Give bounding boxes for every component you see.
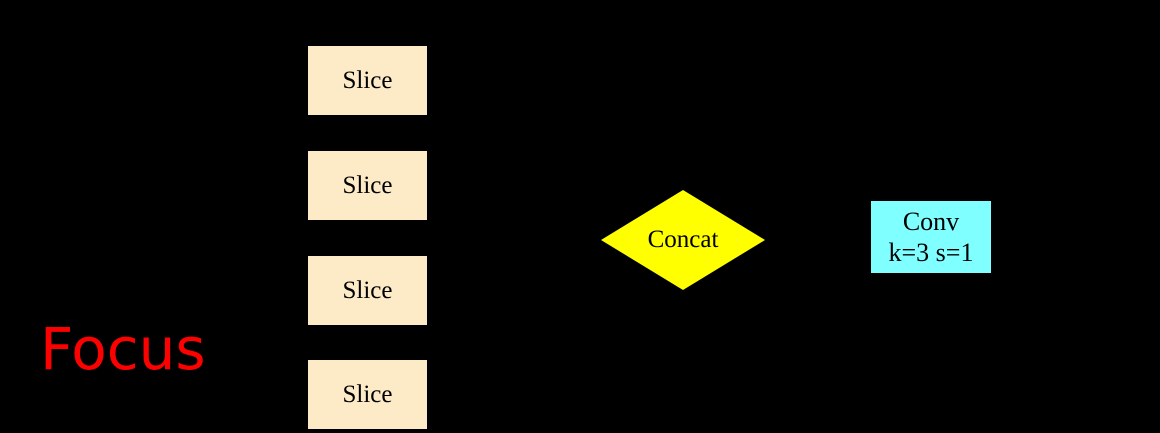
conv-box-line1: Conv [902,207,960,237]
concat-node[interactable]: Concat [600,189,766,291]
slice-box-3[interactable]: Slice [308,256,427,325]
slice-box-2-label: Slice [342,171,393,199]
slice-box-4[interactable]: Slice [308,360,427,429]
conv-box-line2: k=3 s=1 [888,237,974,267]
slice-box-1-label: Slice [342,66,393,94]
focus-title: Focus [40,315,206,383]
diamond-shape [601,190,765,290]
conv-box[interactable]: Conv k=3 s=1 [871,201,991,273]
slice-box-1[interactable]: Slice [308,46,427,115]
slice-box-4-label: Slice [342,380,393,408]
slice-box-3-label: Slice [342,276,393,304]
slice-box-2[interactable]: Slice [308,151,427,220]
